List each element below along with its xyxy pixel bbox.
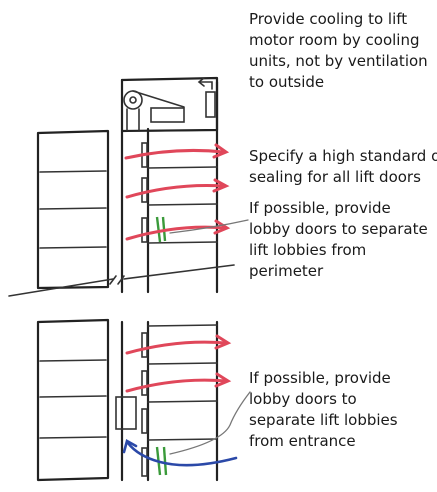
lobby-door-upper [155, 216, 167, 243]
annotation-motor-room: Provide cooling to lift motor room by co… [249, 9, 428, 93]
leader-lines [169, 219, 251, 455]
annotation-line: Specify a high standard of [249, 147, 437, 165]
airflow-lower [125, 334, 232, 393]
annotation-line: If possible, provide [249, 199, 391, 217]
annotation-line: from entrance [249, 432, 356, 450]
annotation-line: perimeter [249, 262, 324, 280]
annotation-line: motor room by cooling [249, 31, 420, 49]
annotation-line: sealing for all lift doors [249, 168, 421, 186]
lift-motor-room [120, 76, 219, 133]
lift-doors-lower [141, 332, 148, 477]
annotation-lobby-lower: If possible, provide lobby doors to sepa… [249, 368, 398, 452]
annotation-line: lobby doors to [249, 390, 357, 408]
annotation-sealing: Specify a high standard of sealing for a… [249, 146, 437, 188]
annotation-line: lift lobbies from [249, 241, 367, 259]
annotation-line: units, not by ventilation [249, 52, 428, 70]
annotation-line: If possible, provide [249, 369, 391, 387]
cooling-unit [197, 77, 216, 118]
annotation-lobby-upper: If possible, provide lobby doors to sepa… [249, 198, 428, 282]
section-break-line [8, 264, 235, 297]
annotation-line: lobby doors to separate [249, 220, 428, 238]
annotation-line: to outside [249, 73, 325, 91]
airflow-upper [124, 143, 231, 241]
annotation-line: Provide cooling to lift [249, 10, 408, 28]
annotation-line: separate lift lobbies [249, 411, 398, 429]
airflow-entrance-inflow [122, 439, 238, 467]
